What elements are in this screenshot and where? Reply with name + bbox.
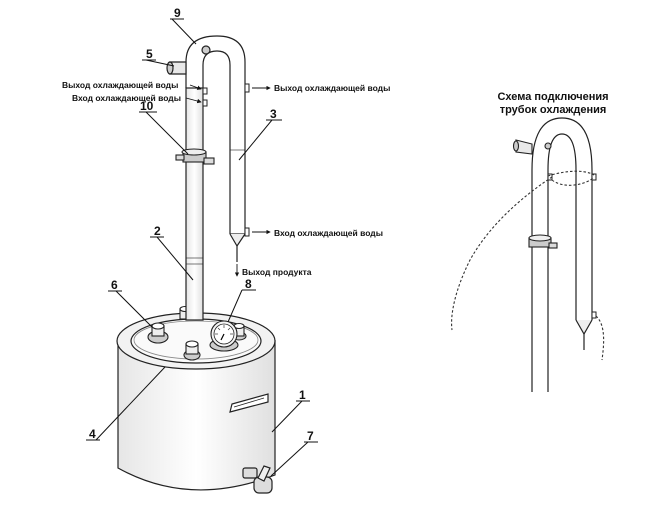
lid-fitting-6 xyxy=(147,322,169,344)
part-number-6: 6 xyxy=(111,278,118,292)
leader-underlines xyxy=(86,18,318,443)
column-tube xyxy=(185,87,204,321)
lid-fitting-front xyxy=(183,340,201,361)
coolant-nipples xyxy=(202,83,250,237)
part-number-8: 8 xyxy=(245,277,252,291)
label-coolant-in-right: Вход охлаждающей воды xyxy=(274,228,383,238)
part-number-9: 9 xyxy=(174,6,181,20)
label-coolant-in-left: Вход охлаждающей воды xyxy=(72,93,181,103)
label-product-out: Выход продукта xyxy=(242,267,312,277)
inset-title-line1: Схема подключения xyxy=(497,91,608,103)
label-coolant-out-right: Выход охлаждающей воды xyxy=(274,83,390,93)
part-number-5: 5 xyxy=(146,47,153,61)
tank-handle xyxy=(229,393,269,413)
u-bend-condenser xyxy=(185,35,246,262)
part-number-3: 3 xyxy=(270,107,277,121)
clamp xyxy=(175,148,215,165)
label-coolant-out-left: Выход охлаждающей воды xyxy=(62,80,178,90)
part-number-4: 4 xyxy=(89,427,96,441)
top-cap xyxy=(201,45,211,55)
part-number-2: 2 xyxy=(154,224,161,238)
inset-hoses xyxy=(451,170,605,361)
side-valve xyxy=(166,61,187,75)
inset-clamp xyxy=(528,234,558,249)
inset-nipples xyxy=(547,173,597,319)
part-number-7: 7 xyxy=(307,429,314,443)
drain-tap xyxy=(242,465,273,494)
leader-lines xyxy=(95,18,309,477)
inset-title-line2: трубок охлаждения xyxy=(500,104,607,116)
inset-side-valve xyxy=(512,139,552,155)
thermometer-icon xyxy=(209,320,239,352)
part-number-10: 10 xyxy=(140,99,154,113)
flow-arrows xyxy=(185,84,271,277)
part-number-1: 1 xyxy=(299,388,306,402)
inset-column xyxy=(531,117,593,392)
